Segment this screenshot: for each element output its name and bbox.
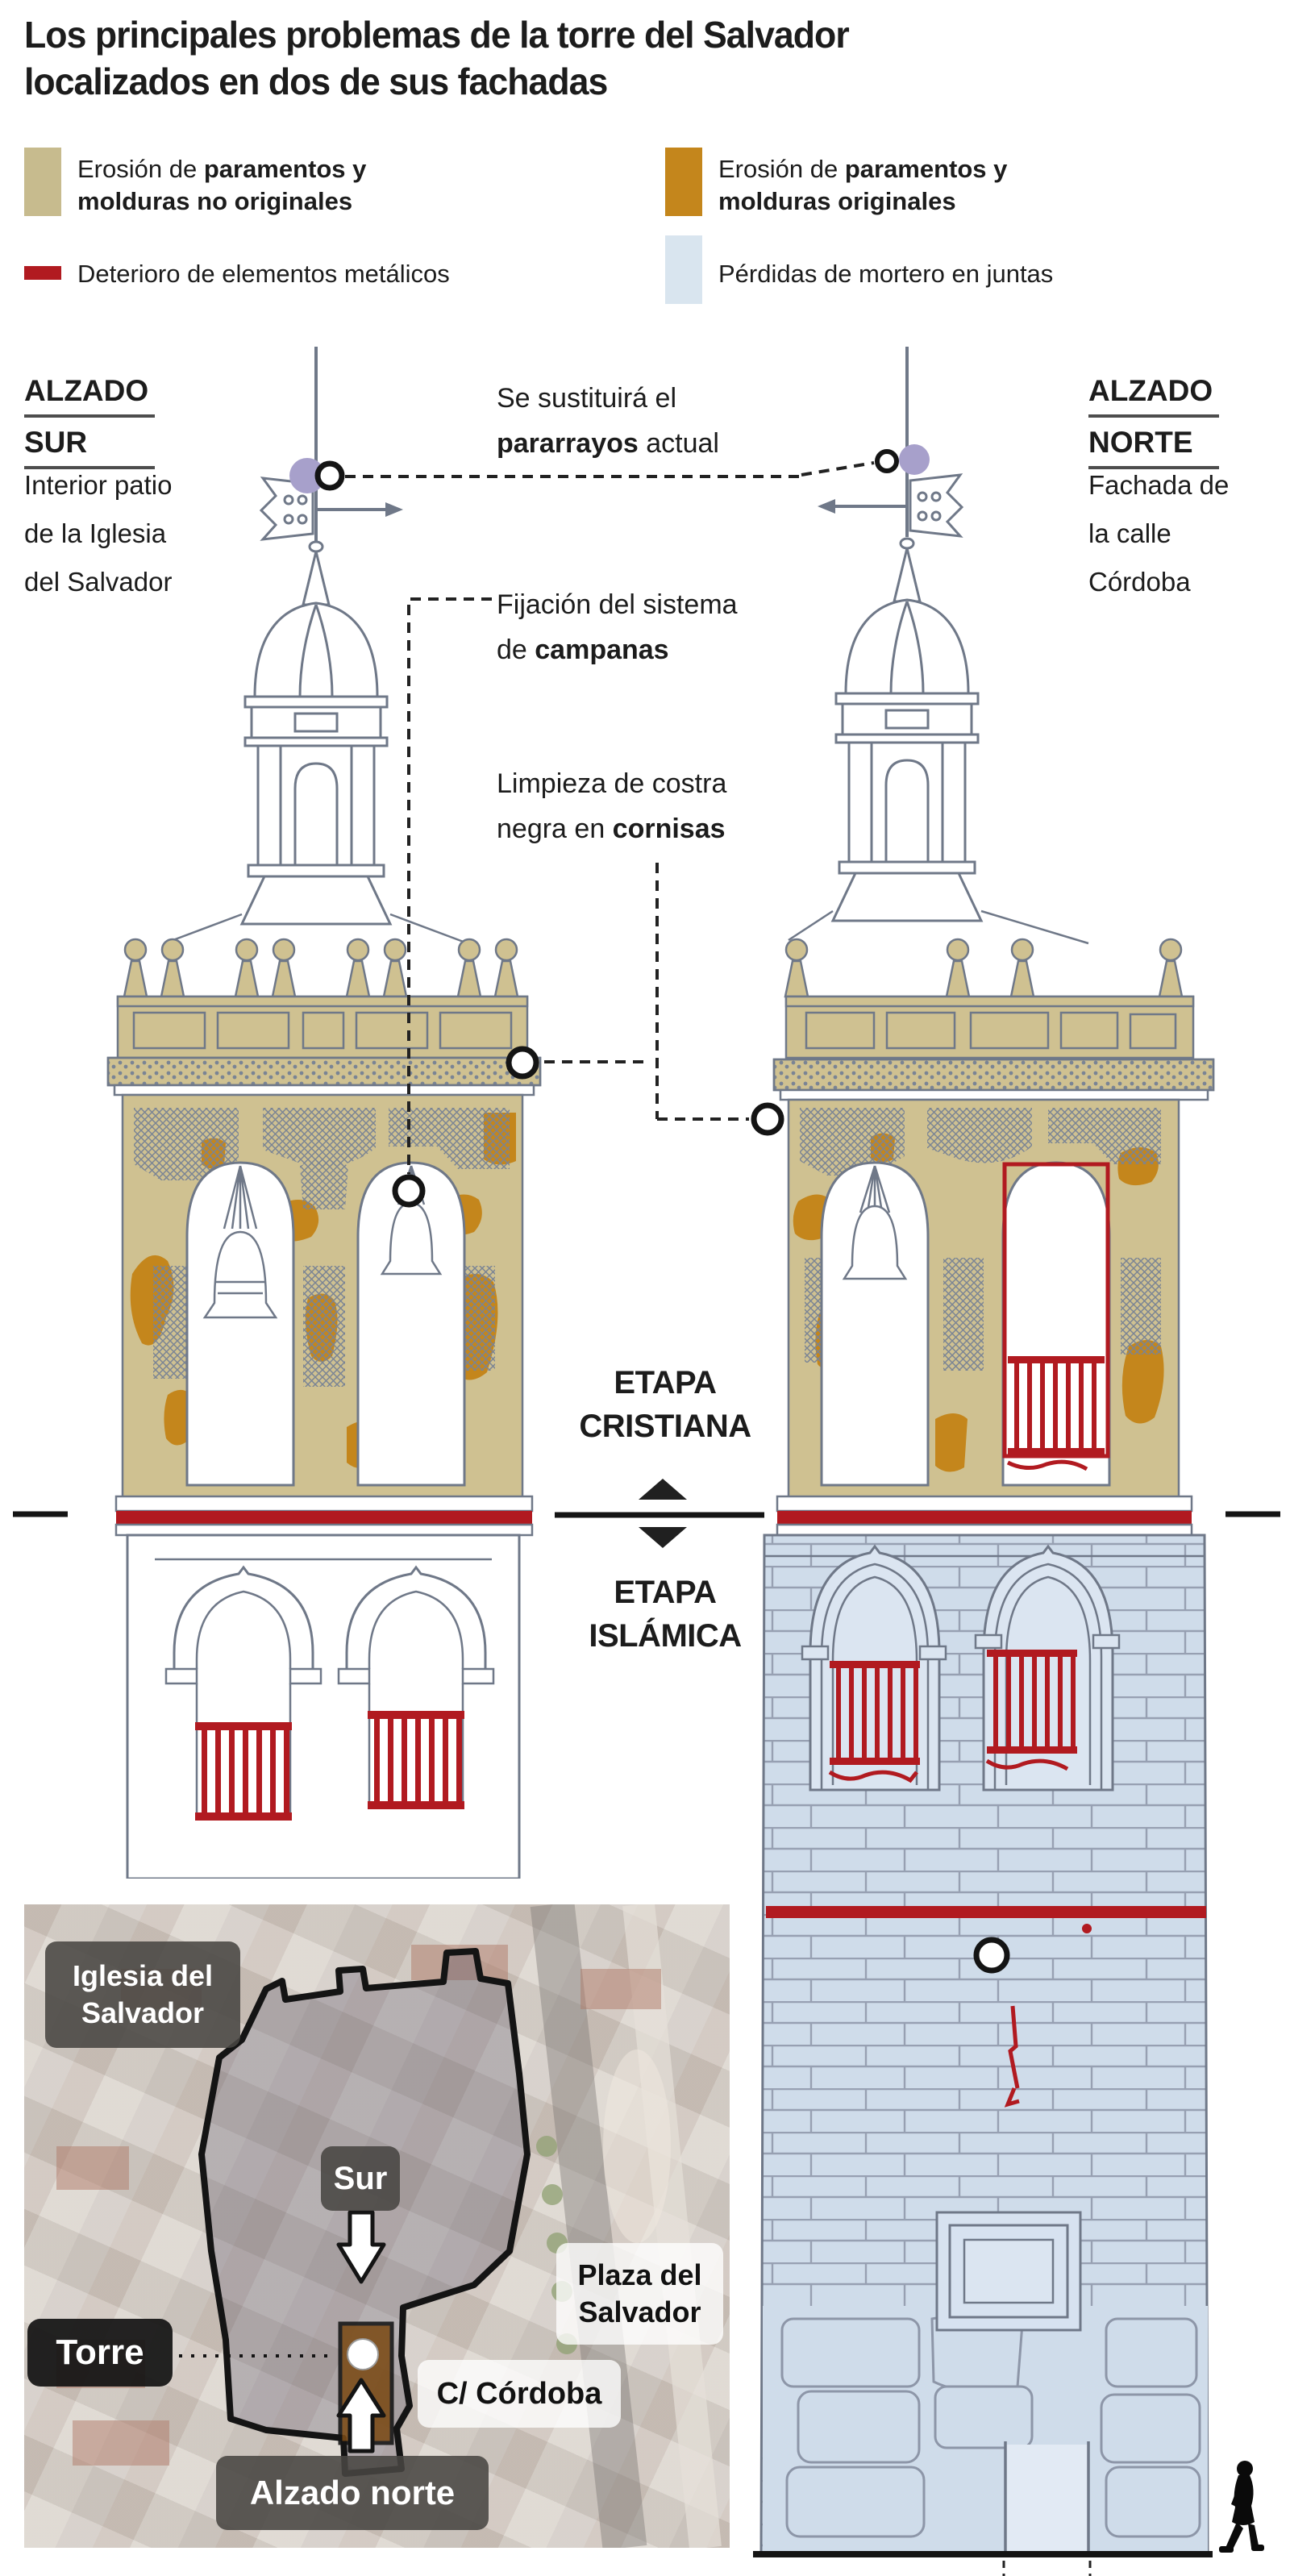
lightning-rod-ball bbox=[899, 444, 930, 475]
islamic-wall-sur bbox=[126, 1534, 521, 1879]
metal-band-norte bbox=[777, 1511, 1192, 1525]
belfry-arches-sur bbox=[185, 1161, 466, 1487]
base-stones-norte bbox=[780, 2312, 1201, 2538]
metal-grille-norte-right bbox=[987, 1650, 1077, 1754]
legend-label-erosion-originales: Erosión de paramentos y molduras origina… bbox=[718, 155, 1008, 215]
framed-panel-norte bbox=[935, 2211, 1082, 2332]
torre-marker-icon bbox=[347, 2338, 379, 2370]
legend-swatch-elementos-metalicos bbox=[24, 266, 61, 280]
south-arrow-icon bbox=[336, 2210, 386, 2284]
red-crack-mark bbox=[1004, 2005, 1020, 2108]
bell-icon bbox=[202, 1230, 278, 1319]
page-title: Los principales problemas de la torre de… bbox=[24, 11, 963, 105]
metal-band-norte-2 bbox=[766, 1906, 1206, 1918]
legend-label-mortero-juntas: Pérdidas de mortero en juntas bbox=[718, 260, 1054, 288]
legend-label-erosion-no-originales: Erosión de paramentos y molduras no orig… bbox=[77, 155, 367, 215]
weather-vane-icon bbox=[259, 476, 314, 541]
metal-grille-norte-left bbox=[830, 1661, 920, 1765]
metal-grille-sur-right bbox=[368, 1711, 464, 1809]
annotation-campanas: Fijación del sistema de campanas bbox=[497, 589, 738, 665]
subheading-alzado-sur: Interior patio de la Iglesia del Salvado… bbox=[24, 470, 173, 597]
down-triangle-icon bbox=[639, 1527, 687, 1548]
weather-vane-icon bbox=[909, 473, 964, 538]
page-title-line1: Los principales problemas de la torre de… bbox=[24, 14, 850, 56]
tower-drawing-alzado-sur bbox=[106, 347, 542, 1879]
tower-drawing-alzado-norte bbox=[753, 347, 1215, 2557]
north-arrow-icon bbox=[336, 2378, 386, 2453]
lightning-rod-ball bbox=[289, 458, 325, 493]
map-label-calle-cordoba: C/ Córdoba bbox=[418, 2360, 621, 2428]
page-title-line2: localizados en dos de sus fachadas bbox=[24, 60, 608, 102]
up-triangle-icon bbox=[639, 1479, 687, 1500]
bells-sur bbox=[202, 1165, 443, 1319]
subheading-alzado-norte: Fachada de la calle Córdoba bbox=[1088, 470, 1230, 597]
heading-alzado-norte: ALZADO NORTE bbox=[1088, 372, 1219, 476]
metal-frame-norte bbox=[1002, 1162, 1110, 1471]
legend-swatch-mortero-juntas bbox=[665, 235, 702, 304]
annotation-pararrayos: Se sustituirá el pararrayos actual bbox=[497, 383, 719, 459]
map-label-alzado-norte: Alzado norte bbox=[216, 2456, 489, 2530]
spire-sur bbox=[164, 347, 468, 945]
bell-norte bbox=[842, 1165, 908, 1280]
metal-band-sur bbox=[116, 1511, 532, 1525]
annotation-cornisas: Limpieza de costra negra en cornisas bbox=[497, 768, 727, 844]
heading-alzado-sur: ALZADO SUR bbox=[24, 372, 155, 476]
legend-swatch-erosion-originales bbox=[665, 148, 702, 216]
map-label-sur: Sur bbox=[321, 2146, 400, 2211]
doorway-norte bbox=[1004, 2441, 1090, 2556]
legend-label-elementos-metalicos: Deterioro de elementos metálicos bbox=[77, 260, 450, 288]
ground-baseline bbox=[753, 2551, 1213, 2557]
pedestrian-silhouette-icon bbox=[1219, 2461, 1264, 2553]
legend-swatch-erosion-no-originales bbox=[24, 148, 61, 216]
bell-icon bbox=[842, 1205, 908, 1280]
dome bbox=[253, 601, 379, 698]
spire-norte bbox=[788, 347, 1089, 945]
metal-grille-sur-left bbox=[195, 1722, 292, 1821]
dome bbox=[844, 598, 970, 695]
map-label-torre: Torre bbox=[27, 2319, 173, 2387]
